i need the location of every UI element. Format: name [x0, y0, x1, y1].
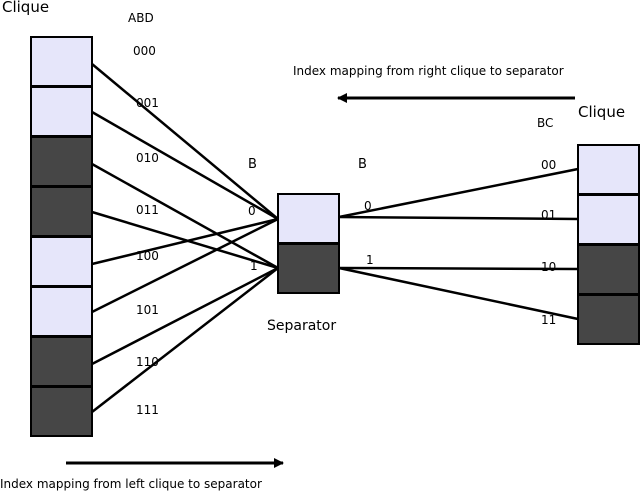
separator-index-label: 1: [366, 253, 374, 267]
right-clique-cell-00: [577, 144, 640, 195]
right-mapping-line-11: [338, 266, 579, 321]
separator-index-label: 0: [364, 199, 372, 213]
left-mapping-line-110: [91, 266, 279, 366]
left-mapping-line-100: [91, 217, 279, 266]
right-mapping-line-00: [338, 167, 579, 219]
left-clique: Clique ABD 000 001 010 011 100 101 110 111: [2, 0, 159, 437]
right-clique-index-labels: 00 01 10 11: [541, 158, 556, 327]
left-clique-title: Clique: [2, 0, 49, 16]
mapping-lines: [91, 63, 579, 413]
right-clique: Clique BC 00 01 10 11: [537, 103, 640, 345]
left-clique-variables: ABD: [128, 11, 154, 25]
left-clique-cell-101: [30, 286, 93, 337]
left-clique-index-label: 110: [136, 355, 159, 369]
separator: B B 0 0 1 1 Separator: [248, 157, 374, 334]
left-mapping-line-111: [91, 267, 279, 413]
left-clique-cell-010: [30, 136, 93, 187]
separator-index-label: 1: [250, 259, 258, 273]
separator-cell-0: [277, 193, 340, 244]
separator-cells: [277, 193, 340, 294]
left-clique-index-label: 100: [136, 249, 159, 263]
left-clique-cell-000: [30, 36, 93, 87]
left-clique-cells: [30, 36, 93, 437]
right-mapping-line-01: [338, 215, 579, 221]
left-clique-index-label: 000: [133, 44, 156, 58]
right-clique-cells: [577, 144, 640, 345]
left-clique-cell-111: [30, 386, 93, 437]
left-clique-cell-100: [30, 236, 93, 287]
separator-title: Separator: [267, 318, 336, 334]
separator-cell-1: [277, 243, 340, 294]
left-mapping-line-011: [91, 210, 279, 270]
separator-variable-right: B: [358, 157, 367, 172]
left-clique-cell-001: [30, 86, 93, 137]
left-mapping-line-001: [91, 110, 279, 221]
right-clique-index-label: 10: [541, 260, 556, 274]
left-clique-index-labels: 000 001 010 011 100 101 110 111: [133, 44, 159, 417]
left-mapping-line-101: [91, 217, 279, 314]
right-clique-cell-01: [577, 194, 640, 245]
left-clique-index-label: 010: [136, 151, 159, 165]
left-clique-index-label: 111: [136, 403, 159, 417]
left-clique-cell-011: [30, 186, 93, 237]
right-clique-cell-10: [577, 244, 640, 295]
right-clique-cell-11: [577, 294, 640, 345]
right-clique-index-label: 11: [541, 313, 556, 327]
right-clique-title: Clique: [578, 103, 625, 121]
right-clique-variables: BC: [537, 116, 553, 130]
left-clique-cell-110: [30, 336, 93, 387]
right-mapping-caption: Index mapping from right clique to separ…: [293, 64, 564, 78]
left-mapping-line-010: [91, 162, 279, 270]
separator-index-label: 0: [248, 204, 256, 218]
separator-variable-left: B: [248, 157, 257, 172]
left-mapping-line-000: [91, 63, 279, 220]
right-clique-index-label: 00: [541, 158, 556, 172]
left-clique-index-label: 001: [136, 96, 159, 110]
left-clique-index-label: 101: [136, 303, 159, 317]
right-mapping-line-10: [338, 266, 579, 271]
left-mapping-caption: Index mapping from left clique to separa…: [0, 477, 262, 491]
separator-index-labels: 0 0 1 1: [248, 199, 374, 273]
left-clique-index-label: 011: [136, 203, 159, 217]
right-clique-index-label: 01: [541, 208, 556, 222]
